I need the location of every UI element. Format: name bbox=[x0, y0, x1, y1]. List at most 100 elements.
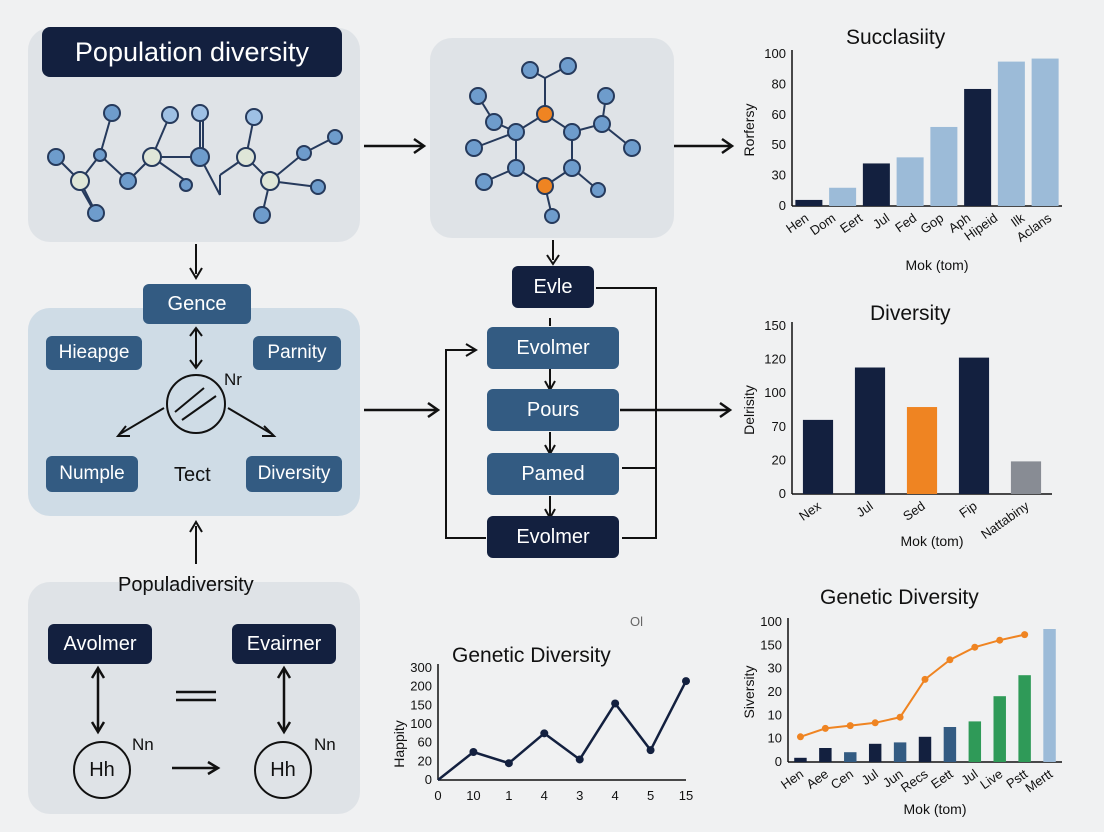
y-tick-label: 60 bbox=[418, 735, 432, 750]
evle-box[interactable]: Evle bbox=[512, 266, 594, 308]
x-tick-label: 0 bbox=[434, 788, 441, 803]
y-tick-label: 20 bbox=[772, 452, 786, 467]
populadiversity-label-front: Populadiversity bbox=[118, 574, 254, 596]
bar bbox=[1043, 629, 1056, 762]
bar bbox=[964, 88, 992, 206]
bar bbox=[794, 757, 807, 762]
y-tick-label: 200 bbox=[410, 679, 432, 694]
x-axis-label: Mok (tom) bbox=[904, 801, 967, 817]
bar bbox=[844, 752, 857, 762]
corner-mark: Ol bbox=[630, 614, 643, 629]
line-point bbox=[796, 733, 804, 741]
pours-box[interactable]: Pours bbox=[487, 389, 619, 431]
heritage-box[interactable]: Hieapge bbox=[46, 336, 142, 370]
x-tick-label: Jul bbox=[853, 498, 875, 520]
top-middle-panel bbox=[430, 38, 674, 238]
y-tick-label: 150 bbox=[760, 637, 782, 652]
y-tick-label: 10 bbox=[768, 707, 782, 722]
arrow-down-1 bbox=[189, 244, 203, 280]
y-tick-label: 60 bbox=[772, 107, 786, 122]
avolmer-box[interactable]: Avolmer bbox=[48, 624, 152, 664]
arrow-right-middle bbox=[620, 401, 733, 419]
x-axis-label: Mok (tom) bbox=[906, 257, 969, 273]
x-tick-label: Hen bbox=[778, 766, 806, 792]
y-tick-label: 150 bbox=[764, 318, 786, 333]
x-tick-label: Nattabiny bbox=[978, 498, 1032, 542]
line-point bbox=[1021, 631, 1029, 639]
diversity-box[interactable]: Diversity bbox=[246, 456, 342, 492]
bar bbox=[829, 187, 857, 206]
tect-label: Tect bbox=[174, 464, 211, 486]
bar bbox=[1018, 675, 1031, 762]
nn-label-left: Nn bbox=[132, 735, 154, 754]
numple-box[interactable]: Numple bbox=[46, 456, 138, 492]
molecule-middle bbox=[465, 57, 641, 224]
x-tick-label: Hen bbox=[783, 210, 811, 236]
x-axis-label: Mok (tom) bbox=[901, 533, 964, 549]
line-point bbox=[996, 636, 1004, 644]
line-point bbox=[504, 759, 513, 768]
parity-box[interactable]: Parnity bbox=[253, 336, 341, 370]
x-tick-label: 4 bbox=[612, 788, 619, 803]
bar bbox=[993, 696, 1006, 762]
x-tick-label: Dom bbox=[807, 210, 838, 238]
x-tick-label: Fed bbox=[892, 210, 919, 235]
y-axis-label: Rorfersy bbox=[741, 104, 757, 157]
chart3-title: Genetic Diversity bbox=[452, 644, 611, 667]
line-point bbox=[646, 746, 655, 755]
chart1-title: Succlasiity bbox=[846, 26, 946, 49]
bar bbox=[1031, 58, 1059, 207]
nr-label: Nr bbox=[224, 370, 242, 389]
bar bbox=[906, 407, 938, 494]
y-tick-label: 20 bbox=[768, 684, 782, 699]
bar bbox=[795, 199, 823, 206]
x-tick-label: Fip bbox=[956, 498, 979, 521]
y-tick-label: 100 bbox=[760, 614, 782, 629]
y-tick-label: 20 bbox=[418, 753, 432, 768]
evolmer-box-1[interactable]: Evolmer bbox=[487, 327, 619, 369]
pamed-box[interactable]: Pamed bbox=[487, 453, 619, 495]
hh-circle-left: Hh bbox=[73, 741, 131, 799]
line-point bbox=[896, 713, 904, 721]
line-point bbox=[469, 748, 478, 756]
arrow-up-1 bbox=[189, 520, 203, 564]
bar bbox=[958, 357, 990, 494]
y-tick-label: 50 bbox=[772, 137, 786, 152]
x-tick-label: 1 bbox=[505, 788, 512, 803]
x-tick-label: Recs bbox=[898, 766, 931, 796]
arrow-down-2 bbox=[546, 240, 560, 266]
evolmer-box-2[interactable]: Evolmer bbox=[487, 516, 619, 558]
bar bbox=[868, 743, 882, 762]
x-tick-label: Eett bbox=[928, 766, 956, 792]
y-tick-label: 80 bbox=[772, 76, 786, 91]
y-tick-label: 100 bbox=[764, 385, 786, 400]
gence-box[interactable]: Gence bbox=[143, 284, 251, 324]
x-tick-label: 3 bbox=[576, 788, 583, 803]
y-axis-label: Siversity bbox=[741, 666, 757, 719]
x-tick-label: Live bbox=[977, 766, 1005, 792]
chart4-title: Genetic Diversity bbox=[820, 586, 979, 609]
y-tick-label: 30 bbox=[772, 168, 786, 183]
y-tick-label: 100 bbox=[764, 46, 786, 61]
arrow-right-top bbox=[364, 137, 427, 155]
evairner-box[interactable]: Evairner bbox=[232, 624, 336, 664]
line-point bbox=[821, 724, 829, 732]
bar bbox=[930, 126, 958, 206]
x-tick-label: 15 bbox=[679, 788, 693, 803]
line-series bbox=[800, 633, 1025, 738]
x-tick-label: Sed bbox=[900, 498, 928, 524]
nn-label-right: Nn bbox=[314, 735, 336, 754]
x-tick-label: Jul bbox=[958, 766, 980, 788]
y-tick-label: 0 bbox=[779, 486, 786, 501]
y-tick-label: 100 bbox=[410, 716, 432, 731]
y-tick-label: 10 bbox=[768, 731, 782, 746]
bar bbox=[918, 736, 932, 762]
arrow-right-top-2 bbox=[674, 137, 735, 155]
line-point bbox=[971, 643, 979, 651]
line-point bbox=[682, 677, 690, 686]
bar bbox=[968, 721, 982, 762]
x-tick-label: 10 bbox=[466, 788, 480, 803]
bar bbox=[997, 61, 1025, 206]
x-tick-label: Jul bbox=[859, 766, 881, 788]
